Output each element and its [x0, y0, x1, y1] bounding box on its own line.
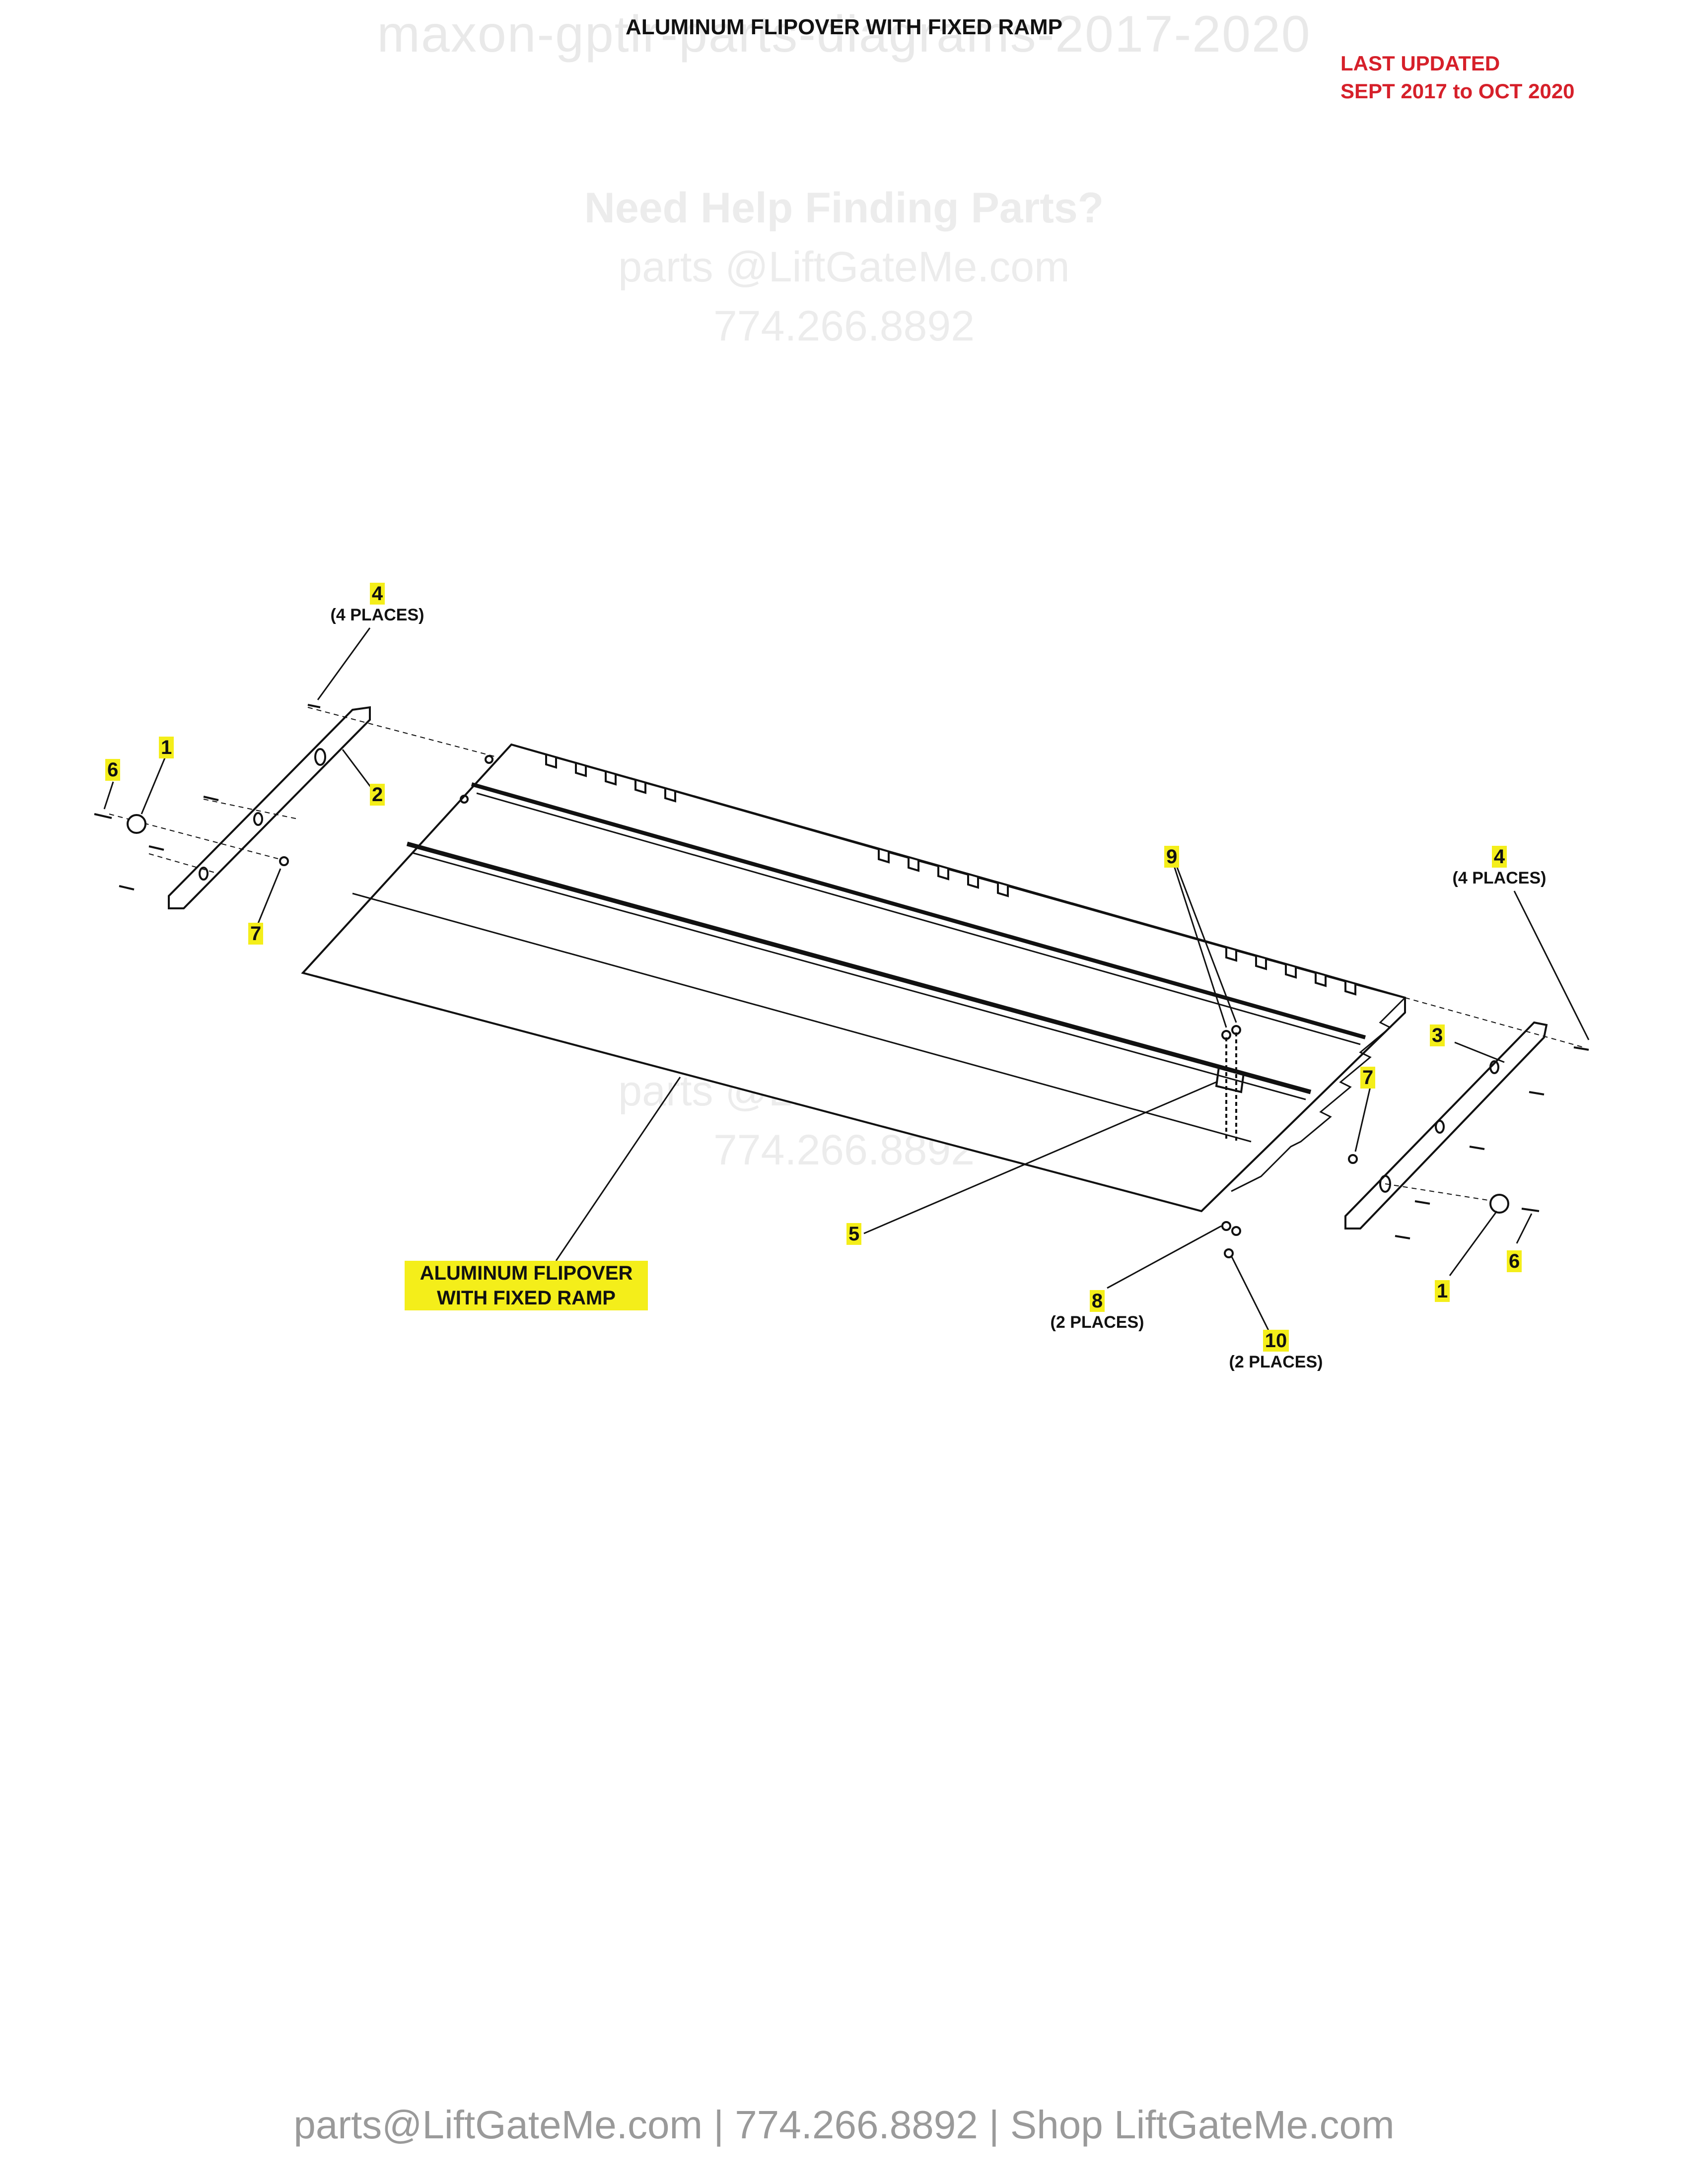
assembly-label: ALUMINUM FLIPOVER WITH FIXED RAMP	[405, 1261, 648, 1310]
help-watermark-top: Need Help Finding Parts? parts @LiftGate…	[0, 184, 1688, 351]
help-phone: 774.266.8892	[713, 302, 975, 350]
callout-1-right: 1	[1435, 1280, 1450, 1302]
nut-part-8	[1221, 1221, 1231, 1231]
nut-part-7	[279, 856, 289, 866]
last-updated-note: LAST UPDATED SEPT 2017 to OCT 2020	[1340, 50, 1575, 105]
last-updated-range: SEPT 2017 to OCT 2020	[1340, 79, 1575, 103]
callout-6-right: 6	[1507, 1250, 1522, 1272]
leader-1-left	[141, 754, 167, 815]
leader-2	[342, 749, 373, 790]
last-updated-label: LAST UPDATED	[1340, 52, 1500, 75]
washer-part-1	[127, 814, 146, 834]
help-heading: Need Help Finding Parts?	[584, 184, 1104, 232]
leader-7-right	[1354, 1087, 1371, 1152]
left-arm	[168, 706, 371, 909]
watermark-text: maxon-gptlr-parts-diagrams-2017-2020	[377, 5, 1311, 63]
leader-9a	[1173, 866, 1227, 1028]
washer-part-1	[1489, 1194, 1509, 1214]
leader-9b	[1176, 866, 1237, 1023]
leader-assembly	[555, 1077, 681, 1261]
callout-3: 3	[1430, 1024, 1445, 1046]
callout-9: 9	[1164, 846, 1180, 868]
callout-5: 5	[846, 1223, 862, 1245]
plate-hole	[460, 795, 469, 804]
callout-1-left: 1	[159, 737, 174, 758]
rib-line	[476, 792, 1361, 1045]
leader-6-right	[1516, 1213, 1533, 1244]
callout-2: 2	[370, 784, 385, 806]
flipover-plate	[301, 743, 1406, 1213]
leader-7-left	[257, 868, 281, 924]
plate-hole	[485, 755, 493, 764]
rib-line	[406, 841, 1312, 1094]
leader-4-right	[1513, 890, 1590, 1040]
callout-8: 8 (2 PLACES)	[1050, 1290, 1144, 1332]
leader-6-left	[103, 781, 114, 810]
rib-line	[352, 892, 1252, 1143]
leader-4-left	[317, 627, 371, 700]
callout-4-left: 4 (4 PLACES)	[330, 583, 424, 624]
bolt-part-6	[1521, 1208, 1540, 1212]
bolt-part-6	[94, 813, 112, 819]
callout-4-right: 4 (4 PLACES)	[1452, 846, 1547, 887]
washer-part-10	[1231, 1226, 1241, 1236]
callout-7-right: 7	[1360, 1067, 1376, 1089]
help-email: parts @LiftGateMe.com	[618, 243, 1070, 291]
right-arm	[1344, 1021, 1548, 1229]
diagram-title: ALUMINUM FLIPOVER WITH FIXED RAMP	[626, 15, 1062, 39]
footer-contact: parts@LiftGateMe.com | 774.266.8892 | Sh…	[293, 2103, 1395, 2147]
leader-5	[863, 1081, 1217, 1234]
notched-edge	[511, 744, 1406, 999]
nut-part-7	[1348, 1154, 1358, 1164]
extrusion-truss	[1231, 997, 1406, 1192]
callout-7-left: 7	[248, 923, 264, 945]
washer-part-10	[1224, 1248, 1234, 1258]
callout-10: 10 (2 PLACES)	[1229, 1330, 1323, 1371]
callout-6-left: 6	[105, 759, 121, 781]
leader-10	[1230, 1255, 1269, 1331]
leader-1-right	[1449, 1211, 1498, 1276]
leader-8	[1107, 1225, 1222, 1289]
leader-3	[1454, 1041, 1505, 1063]
rib-line	[412, 852, 1306, 1100]
